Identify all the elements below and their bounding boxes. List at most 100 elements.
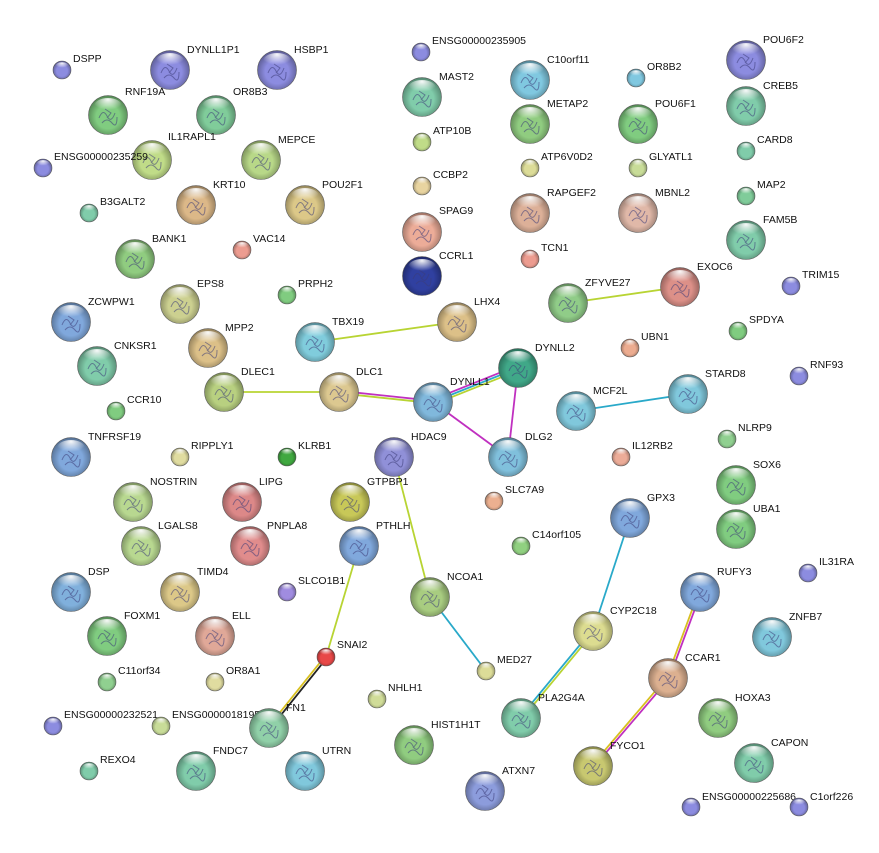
node-glyatl1[interactable]: GLYATL1 xyxy=(628,151,693,178)
node-snai2[interactable]: SNAI2 xyxy=(316,639,368,667)
node-cnksr1[interactable]: CNKSR1 xyxy=(77,340,157,386)
node-mast2[interactable]: MAST2 xyxy=(402,71,475,117)
node-cyp2c18[interactable]: CYP2C18 xyxy=(573,605,657,651)
node-dynll1[interactable]: DYNLL1 xyxy=(413,376,490,422)
node-med27[interactable]: MED27 xyxy=(476,654,532,681)
node-trim15[interactable]: TRIM15 xyxy=(781,269,840,296)
node-nostrin[interactable]: NOSTRIN xyxy=(113,476,198,522)
node-sox6[interactable]: SOX6 xyxy=(716,459,782,505)
node-hsbp1[interactable]: HSBP1 xyxy=(257,44,329,90)
node-pthlh[interactable]: PTHLH xyxy=(339,520,411,566)
node-prph2[interactable]: PRPH2 xyxy=(277,278,333,305)
node-ripply1[interactable]: RIPPLY1 xyxy=(170,440,234,467)
node-atp6v0d2[interactable]: ATP6V0D2 xyxy=(520,151,593,178)
node-foxm1[interactable]: FOXM1 xyxy=(87,610,161,656)
node-il1rapl1[interactable]: IL1RAPL1 xyxy=(132,131,217,180)
node-mbnl2[interactable]: MBNL2 xyxy=(618,187,691,233)
node-dspp[interactable]: DSPP xyxy=(52,53,102,80)
node-mpp2[interactable]: MPP2 xyxy=(188,322,254,368)
node-ell[interactable]: ELL xyxy=(195,610,251,656)
node-pou6f1[interactable]: POU6F1 xyxy=(618,98,697,144)
node-dynll1p1[interactable]: DYNLL1P1 xyxy=(150,44,240,90)
node-zcwpw1[interactable]: ZCWPW1 xyxy=(51,296,135,342)
node-ensg00000235259[interactable]: ENSG00000235259 xyxy=(33,151,148,178)
node-or8b2[interactable]: OR8B2 xyxy=(626,61,682,88)
node-c1orf226[interactable]: C1orf226 xyxy=(789,791,853,817)
node-slc7a9[interactable]: SLC7A9 xyxy=(484,484,544,511)
node-ccr10[interactable]: CCR10 xyxy=(106,394,162,421)
node-pla2g4a[interactable]: PLA2G4A xyxy=(501,692,585,738)
node-zfyve27[interactable]: ZFYVE27 xyxy=(548,277,631,323)
node-rnf93[interactable]: RNF93 xyxy=(789,359,843,386)
node-rnf19a[interactable]: RNF19A xyxy=(88,86,166,135)
node-uba1[interactable]: UBA1 xyxy=(716,503,781,549)
node-bank1[interactable]: BANK1 xyxy=(115,233,187,279)
node-dsp[interactable]: DSP xyxy=(51,566,110,612)
node-creb5[interactable]: CREB5 xyxy=(726,80,799,126)
node-metap2[interactable]: METAP2 xyxy=(510,98,589,144)
node-ccar1[interactable]: CCAR1 xyxy=(648,652,721,698)
node-dynll2[interactable]: DYNLL2 xyxy=(498,342,575,388)
node-rexo4[interactable]: REXO4 xyxy=(79,754,136,781)
node-pou2f1[interactable]: POU2F1 xyxy=(285,179,364,225)
node-fyco1[interactable]: FYCO1 xyxy=(573,740,646,786)
node-dlg2[interactable]: DLG2 xyxy=(488,431,553,477)
node-ensg00000225686[interactable]: ENSG00000225686 xyxy=(681,791,796,817)
node-hdac9[interactable]: HDAC9 xyxy=(374,431,447,477)
node-hoxa3[interactable]: HOXA3 xyxy=(698,692,771,738)
node-dlc1[interactable]: DLC1 xyxy=(319,366,384,412)
node-ensg00000181950[interactable]: ENSG00000181950 xyxy=(151,709,266,736)
node-eps8[interactable]: EPS8 xyxy=(160,278,225,324)
node-vac14[interactable]: VAC14 xyxy=(232,233,286,260)
node-tnfrsf19[interactable]: TNFRSF19 xyxy=(51,431,142,477)
node-nhlh1[interactable]: NHLH1 xyxy=(367,682,423,709)
node-tcn1[interactable]: TCN1 xyxy=(520,242,569,269)
node-pnpla8[interactable]: PNPLA8 xyxy=(230,520,308,566)
node-tbx19[interactable]: TBX19 xyxy=(295,316,365,362)
node-ubn1[interactable]: UBN1 xyxy=(620,331,669,358)
node-dlec1[interactable]: DLEC1 xyxy=(204,366,276,412)
node-znfb7[interactable]: ZNFB7 xyxy=(752,611,823,657)
node-spag9[interactable]: SPAG9 xyxy=(402,205,474,252)
node-gpx3[interactable]: GPX3 xyxy=(610,492,676,538)
node-c14orf105[interactable]: C14orf105 xyxy=(511,529,581,556)
node-b3galt2[interactable]: B3GALT2 xyxy=(79,196,145,223)
node-or8a1[interactable]: OR8A1 xyxy=(205,665,261,692)
node-c11orf34[interactable]: C11orf34 xyxy=(97,665,161,692)
node-atxn7[interactable]: ATXN7 xyxy=(465,765,536,811)
node-rapgef2[interactable]: RAPGEF2 xyxy=(510,187,597,233)
node-mepce[interactable]: MEPCE xyxy=(241,134,316,180)
node-krt10[interactable]: KRT10 xyxy=(176,179,246,225)
node-lipg[interactable]: LIPG xyxy=(222,476,283,522)
node-pou6f2[interactable]: POU6F2 xyxy=(726,34,805,80)
node-ncoa1[interactable]: NCOA1 xyxy=(410,571,484,617)
node-gtpbp1[interactable]: GTPBP1 xyxy=(330,476,409,522)
node-slco1b1[interactable]: SLCO1B1 xyxy=(277,575,345,602)
node-ccbp2[interactable]: CCBP2 xyxy=(412,169,468,196)
node-map2[interactable]: MAP2 xyxy=(736,179,786,206)
node-c10orf11[interactable]: C10orf11 xyxy=(510,54,590,100)
node-lhx4[interactable]: LHX4 xyxy=(437,296,501,342)
node-capon[interactable]: CAPON xyxy=(734,737,809,783)
node-il31ra[interactable]: IL31RA xyxy=(798,556,854,583)
node-stard8[interactable]: STARD8 xyxy=(668,368,746,414)
node-klrb1[interactable]: KLRB1 xyxy=(277,440,331,467)
node-spdya[interactable]: SPDYA xyxy=(728,314,784,341)
node-hist1h1t[interactable]: HIST1H1T xyxy=(394,719,482,765)
node-rufy3[interactable]: RUFY3 xyxy=(680,566,752,612)
node-il12rb2[interactable]: IL12RB2 xyxy=(611,440,673,467)
node-fn1[interactable]: FN1 xyxy=(249,702,306,748)
node-utrn[interactable]: UTRN xyxy=(285,745,352,791)
node-nlrp9[interactable]: NLRP9 xyxy=(717,422,772,449)
node-ensg00000232521[interactable]: ENSG00000232521 xyxy=(43,709,158,736)
node-exoc6[interactable]: EXOC6 xyxy=(660,261,733,307)
node-fndc7[interactable]: FNDC7 xyxy=(176,745,249,791)
node-timd4[interactable]: TIMD4 xyxy=(160,566,229,612)
node-fam5b[interactable]: FAM5B xyxy=(726,214,798,260)
node-mcf2l[interactable]: MCF2L xyxy=(556,385,628,431)
node-lgals8[interactable]: LGALS8 xyxy=(121,520,198,566)
node-or8b3[interactable]: OR8B3 xyxy=(196,86,268,135)
node-card8[interactable]: CARD8 xyxy=(736,134,793,161)
node-ccrl1[interactable]: CCRL1 xyxy=(402,250,474,296)
node-atp10b[interactable]: ATP10B xyxy=(412,125,471,152)
